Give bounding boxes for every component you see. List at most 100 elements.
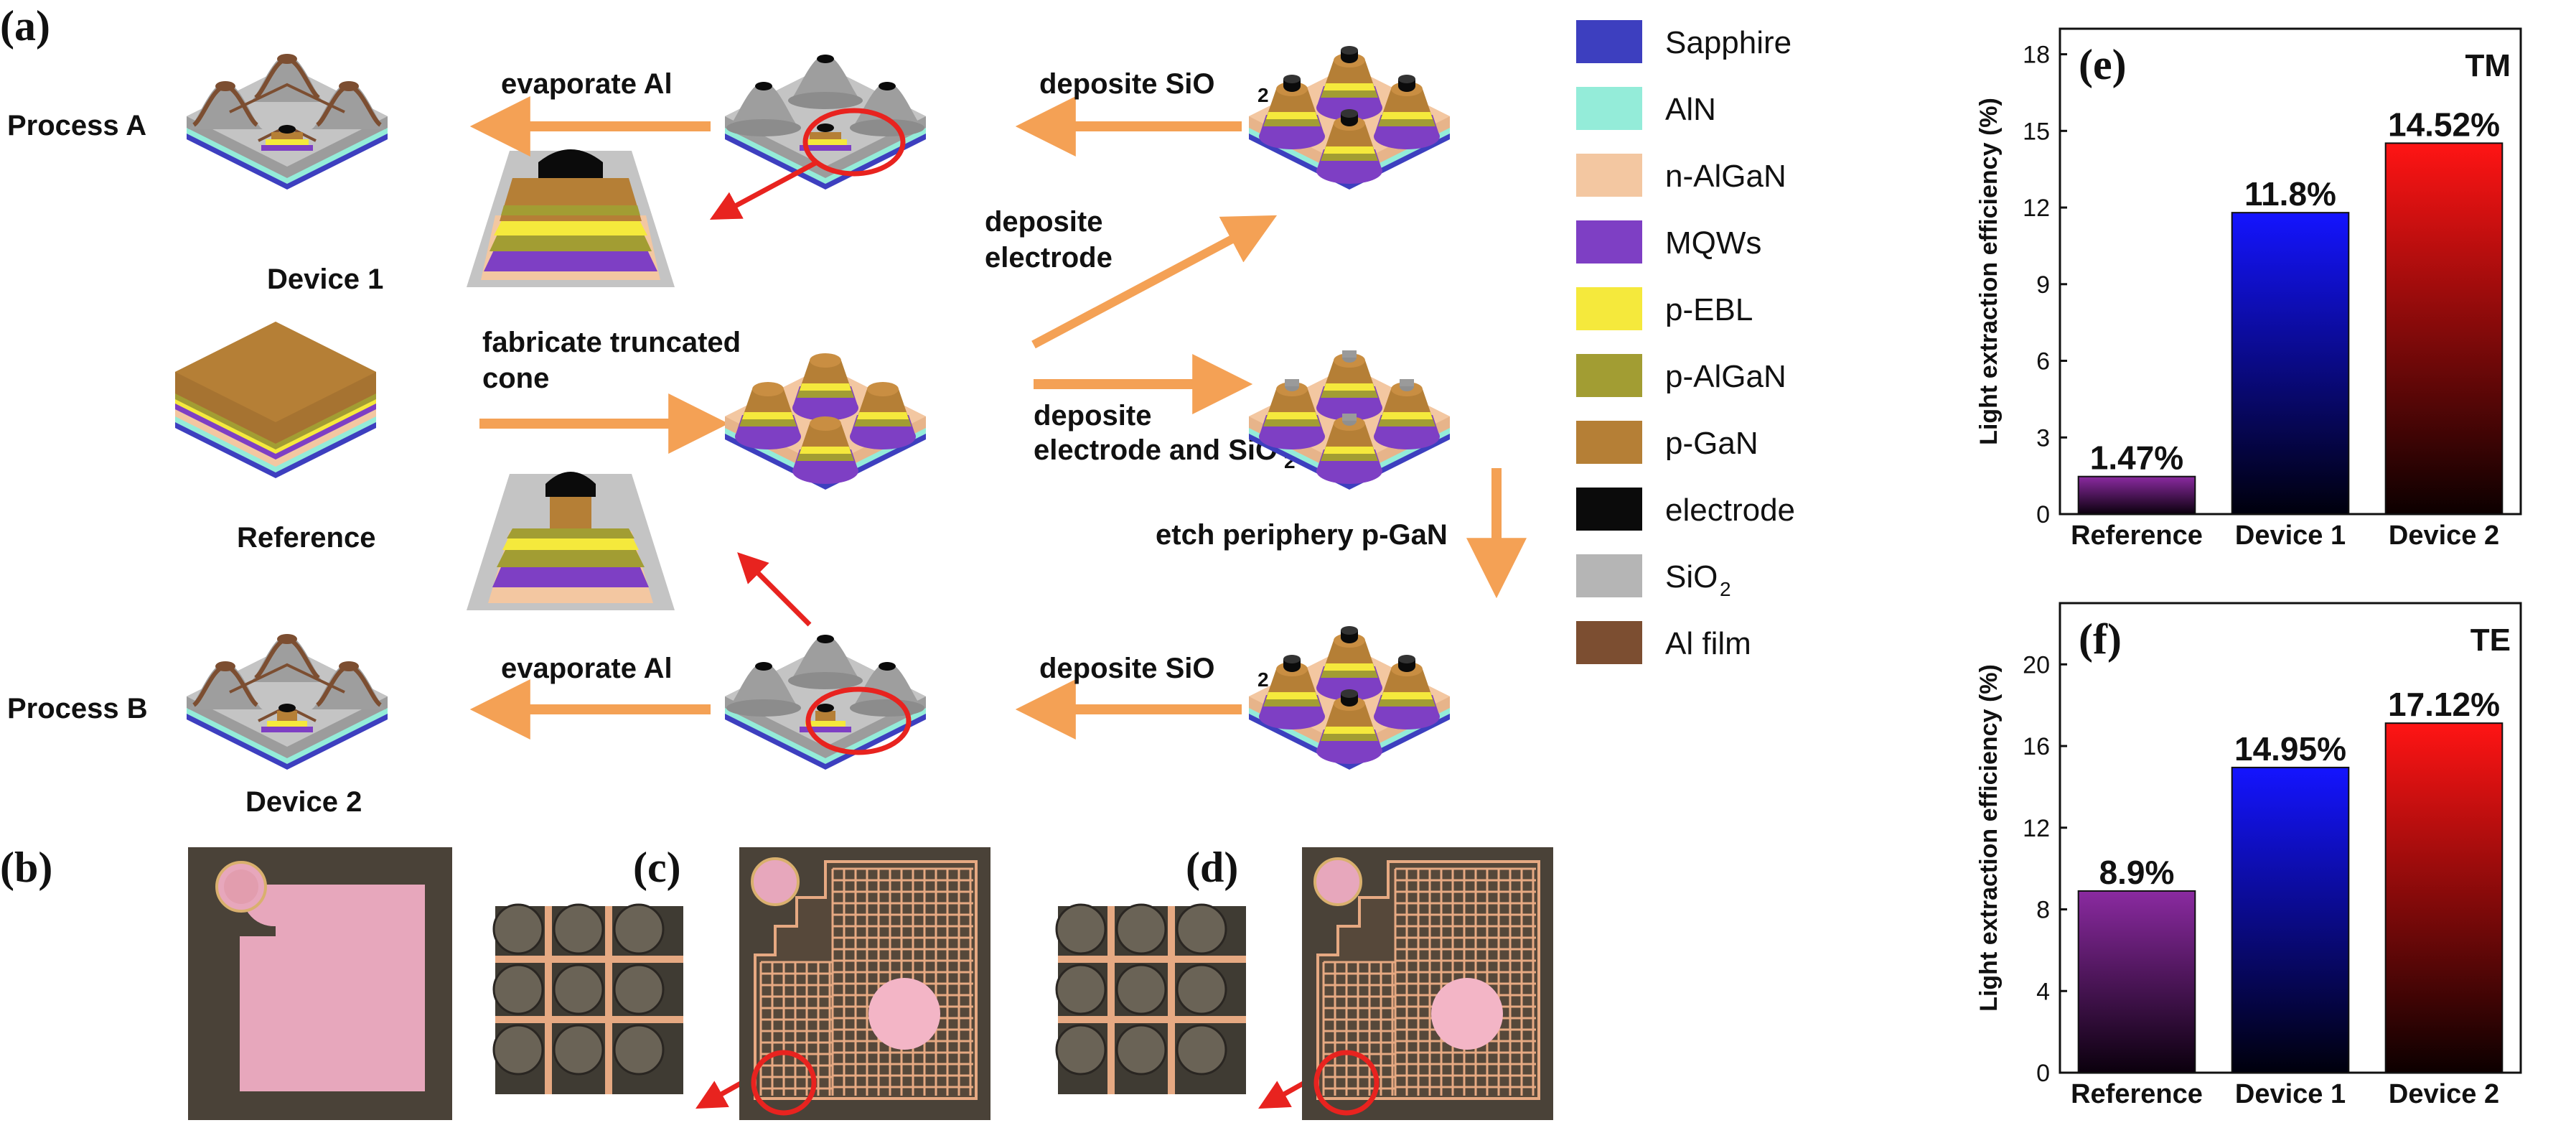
step-deposite-elec-sio2-1: deposite [1034, 400, 1151, 432]
panel-label-b: (b) [0, 844, 52, 891]
device2-label: Device 2 [245, 786, 362, 818]
y-tick-label: 6 [2036, 348, 2050, 376]
data-label: 14.52% [2388, 106, 2500, 143]
legend-label: n-AlGaN [1665, 159, 1786, 194]
data-label: 14.95% [2234, 730, 2346, 768]
step-fabricate-1: fabricate truncated [482, 327, 741, 358]
micrograph-d-zoom [1055, 903, 1246, 1094]
y-tick-label: 0 [2036, 501, 2050, 528]
electrode-device-top [1249, 46, 1450, 190]
x-tick-label: Device 2 [2389, 1079, 2499, 1109]
step-deposite-sio2-top: deposite SiO [1039, 68, 1215, 100]
bar-reference [2077, 890, 2196, 1073]
zoom-cone-bottom [467, 472, 675, 610]
legend-label: Sapphire [1665, 25, 1792, 60]
x-tick-label: Device 2 [2389, 521, 2499, 551]
data-label: 17.12% [2388, 686, 2500, 723]
reference-slab [175, 322, 376, 478]
mode-label: TM [2465, 48, 2511, 83]
device1-label: Device 1 [267, 264, 383, 295]
panel-label: (e) [2079, 41, 2127, 88]
step-fabricate-2: cone [482, 363, 549, 394]
materials-legend: SapphireAlNn-AlGaNMQWsp-EBLp-AlGaNp-GaNe… [1576, 20, 1795, 664]
micrograph-c [739, 847, 990, 1120]
step-deposite-electrode-1: deposite [985, 206, 1102, 238]
legend-swatch-electrode [1576, 488, 1642, 531]
process-a-label: Process A [7, 110, 146, 141]
legend-swatch-al-film [1576, 621, 1642, 664]
y-tick-label: 18 [2023, 42, 2050, 69]
y-tick-label: 16 [2023, 733, 2050, 760]
chart-f-te: 0 4 8 12 16 20 8.9% Reference 14.95% Device 1 17.1… [1975, 602, 2522, 1109]
bar-device-2 [2384, 722, 2504, 1073]
arrow-deposite-electrode [1031, 215, 1278, 349]
mode-label: TE [2470, 623, 2511, 658]
x-tick-label: Device 1 [2235, 1079, 2346, 1109]
x-tick-label: Reference [2071, 1079, 2203, 1109]
reference-label: Reference [237, 522, 375, 554]
step-evaporate-al-bottom: evaporate Al [501, 653, 673, 684]
legend-swatch-sio [1576, 554, 1642, 597]
y-tick-label: 15 [2023, 118, 2050, 145]
zoom-circle-bottom [805, 686, 912, 755]
y-axis-title: Light extraction efficiency (%) [1975, 98, 2003, 445]
electrode-sio2-device [1249, 350, 1450, 490]
legend-swatch-mqws [1576, 220, 1642, 264]
zoom-arrow-bottom [737, 552, 812, 627]
panel-label-a: (a) [0, 2, 50, 50]
y-tick-label: 0 [2036, 1060, 2050, 1087]
legend-label: Al film [1665, 626, 1751, 661]
y-axis-title: Light extraction efficiency (%) [1975, 664, 2003, 1012]
truncated-cone-device [725, 353, 926, 490]
y-tick-label: 3 [2036, 424, 2050, 452]
step-deposite-electrode-2: electrode [985, 242, 1113, 274]
sio2-device-bottom [725, 635, 926, 770]
y-tick-label: 4 [2036, 978, 2050, 1005]
legend-swatch-n-algan [1576, 154, 1642, 197]
legend-swatch-p-ebl [1576, 287, 1642, 330]
micrograph-b [188, 847, 452, 1120]
device1-schematic [187, 54, 388, 190]
zoom-arrow-top [709, 159, 818, 220]
subscript-2-top: 2 [1257, 84, 1269, 106]
zoom-circle-top [802, 108, 906, 177]
subscript-2-bottom: 2 [1257, 668, 1269, 691]
legend-label: MQWs [1665, 225, 1761, 261]
legend-label-subscript: 2 [1720, 578, 1731, 600]
x-tick-label: Reference [2071, 521, 2203, 551]
panel-label-c: (c) [633, 844, 681, 891]
legend-label: SiO [1665, 559, 1718, 595]
y-tick-label: 8 [2036, 897, 2050, 924]
legend-label: p-EBL [1665, 292, 1753, 327]
legend-label: p-GaN [1665, 426, 1758, 461]
legend-swatch-p-algan [1576, 354, 1642, 397]
data-label: 11.8% [2244, 175, 2336, 213]
micrograph-c-zoom [492, 903, 683, 1094]
legend-label: electrode [1665, 493, 1795, 528]
bar-device-2 [2384, 142, 2504, 515]
step-deposite-sio2-bottom: deposite SiO [1039, 653, 1215, 684]
legend-label: p-AlGaN [1665, 359, 1786, 394]
data-label: 1.47% [2090, 439, 2183, 477]
y-tick-label: 12 [2023, 195, 2050, 222]
data-label: 8.9% [2099, 854, 2175, 891]
y-tick-label: 20 [2023, 651, 2050, 679]
bar-reference [2077, 475, 2196, 516]
legend-swatch-p-gan [1576, 421, 1642, 464]
y-tick-label: 9 [2036, 271, 2050, 299]
y-tick-label: 12 [2023, 815, 2050, 842]
micrograph-d [1302, 847, 1553, 1120]
device2-schematic [187, 634, 388, 770]
bar-device-1 [2231, 212, 2350, 515]
x-tick-label: Device 1 [2235, 521, 2346, 551]
step-evaporate-al-top: evaporate Al [501, 68, 673, 100]
bar-device-1 [2231, 766, 2350, 1074]
process-b-label: Process B [7, 693, 148, 724]
sio2-device-top [725, 55, 926, 190]
panel-label: (f) [2079, 615, 2122, 663]
legend-swatch-aln [1576, 87, 1642, 130]
chart-e-tm: 0 3 6 9 12 15 18 1.47% Reference 11.8% Device 1 14.… [1975, 27, 2522, 551]
etched-cone-device [1249, 626, 1450, 770]
panel-label-d: (d) [1186, 844, 1238, 891]
